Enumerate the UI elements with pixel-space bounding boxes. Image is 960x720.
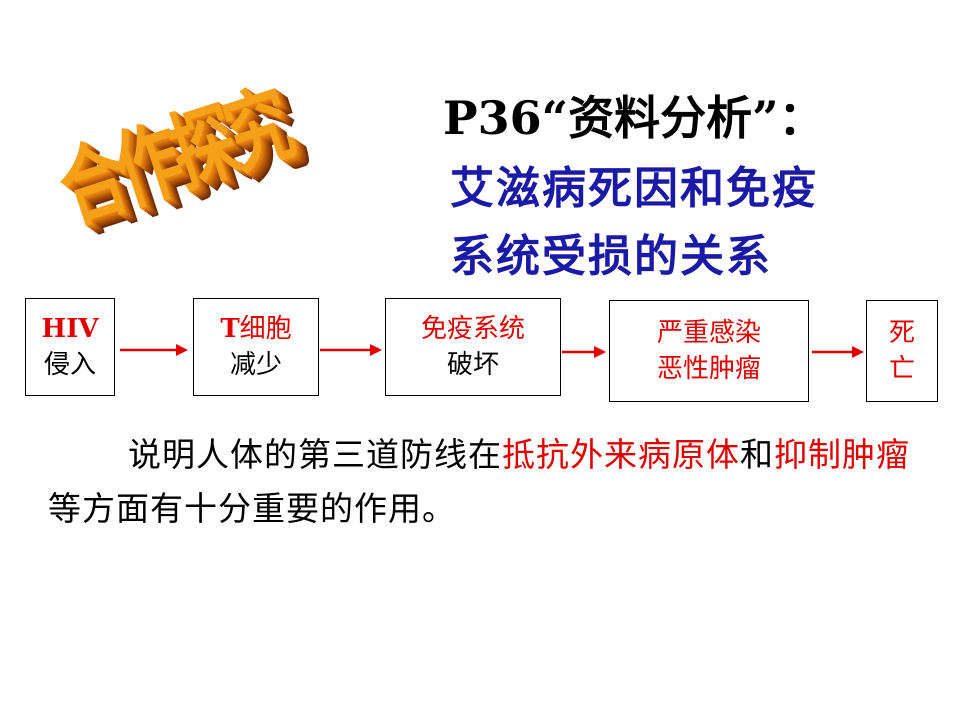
- flow-box-tcell-top: T细胞: [220, 311, 291, 347]
- flow-box-immune-bottom: 破坏: [446, 350, 499, 380]
- paragraph-seg5: 等方面有十分重要的作用。: [48, 489, 456, 528]
- wordart-title: 合作探究: [19, 0, 369, 289]
- flow-box-hiv-bottom: 侵入: [43, 350, 96, 380]
- flow-box-tcell-prefix: T: [220, 314, 240, 344]
- flow-arrow-1: [120, 344, 188, 356]
- flow-box-death-bottom: 亡: [888, 354, 915, 384]
- flow-box-tcell-bottom: 减少: [229, 350, 282, 380]
- flow-box-tcell-rest: 细胞: [239, 314, 292, 344]
- slide-title-line1: P36“资料分析”：: [443, 91, 825, 145]
- flow-box-infection: 严重感染 恶性肿瘤: [609, 300, 809, 402]
- slide-title-line2: 艾滋病死因和免疫: [450, 163, 818, 214]
- slide-title-line3: 系统受损的关系: [450, 231, 772, 282]
- flow-arrow-2: [320, 344, 382, 356]
- flow-box-death: 死 亡: [866, 300, 938, 402]
- flow-box-infection-top: 严重感染: [656, 318, 761, 348]
- flow-box-death-top: 死: [888, 318, 915, 348]
- paragraph-seg1: 说明人体的第三道防线在: [128, 435, 502, 474]
- paragraph-seg3: 和: [740, 435, 774, 474]
- paragraph-highlight-pathogen: 抵抗外来病原体: [502, 435, 740, 474]
- conclusion-paragraph: 说明人体的第三道防线在抵抗外来病原体和抑制肿瘤等方面有十分重要的作用。: [48, 428, 928, 536]
- flow-box-hiv: HIV 侵入: [25, 298, 115, 396]
- flow-box-tcell: T细胞 减少: [193, 298, 319, 396]
- flow-box-infection-bottom: 恶性肿瘤: [656, 354, 761, 384]
- flow-box-immune-top: 免疫系统: [420, 314, 525, 344]
- wordart-text: 合作探究: [48, 75, 300, 243]
- flow-box-hiv-top: HIV: [41, 314, 99, 344]
- paragraph-highlight-tumor: 抑制肿瘤: [774, 435, 910, 474]
- flow-box-immune: 免疫系统 破坏: [385, 298, 561, 396]
- flow-arrow-3: [562, 346, 606, 358]
- flow-arrow-4: [812, 346, 864, 358]
